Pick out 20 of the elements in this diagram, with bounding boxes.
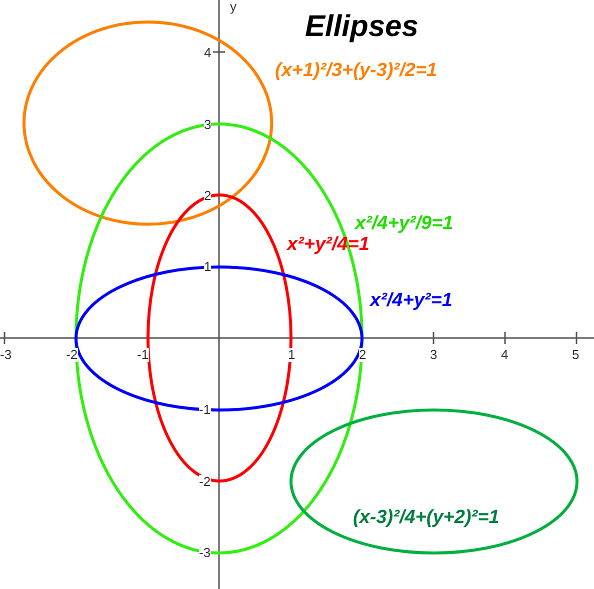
tick-label: 1 — [288, 348, 296, 362]
tick-label: -2 — [199, 475, 211, 489]
tick-label: -1 — [199, 403, 211, 417]
equation-label: (x-3)²/4+(y+2)²=1 — [353, 507, 500, 529]
tick-label: 4 — [501, 348, 508, 362]
tick-label: -3 — [0, 348, 12, 362]
tick-label: 3 — [430, 348, 438, 362]
tick-label: -2 — [66, 348, 78, 362]
tick-label: 3 — [204, 118, 212, 132]
tick-label: 2 — [359, 348, 366, 362]
equation-label: (x+1)²/3+(y-3)²/2=1 — [275, 60, 438, 82]
tick-label: 1 — [204, 260, 212, 274]
tick-label: 2 — [204, 189, 212, 203]
tick-label: 4 — [204, 46, 212, 60]
tick-label: 5 — [572, 348, 580, 362]
tick-label: -3 — [199, 546, 211, 560]
chart-title: Ellipses — [305, 10, 418, 44]
equation-label: x²/4+y²=1 — [370, 290, 452, 312]
tick-label: -1 — [137, 348, 149, 362]
equation-label: x²/4+y²/9=1 — [355, 213, 454, 235]
